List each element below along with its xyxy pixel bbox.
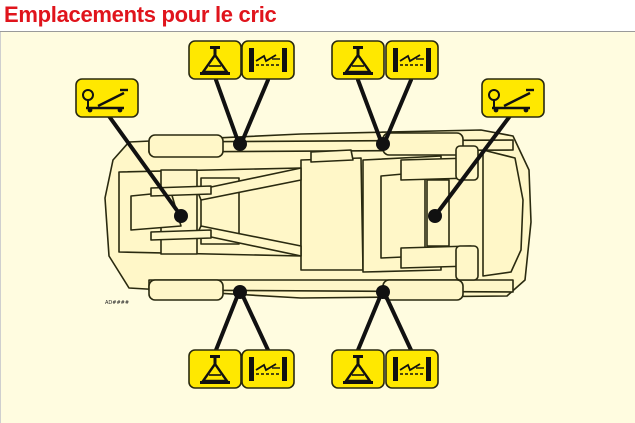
vehicle-underbody	[104, 129, 532, 301]
icon-group-right	[480, 77, 546, 119]
floor-jack-icon	[74, 77, 140, 119]
jack-stand-icon	[330, 39, 386, 81]
jack-stand-icon	[187, 39, 243, 81]
page-header: Emplacements pour le cric	[0, 0, 635, 32]
jack-stand-icon	[330, 348, 386, 390]
jack-point-front-left	[233, 137, 247, 151]
diagram-area: AD####	[0, 32, 635, 423]
leader-lines	[104, 78, 515, 352]
jack-point-rear-left	[376, 137, 390, 151]
page-title: Emplacements pour le cric	[4, 2, 277, 27]
icon-group-left	[74, 77, 140, 119]
lift-pad-icon	[241, 40, 295, 80]
jacking-points-diagram: AD####	[74, 39, 546, 390]
jack-point-front-center	[174, 209, 188, 223]
lift-pad-icon	[385, 349, 439, 389]
lift-pad-icon	[241, 349, 295, 389]
jack-stand-icon	[187, 348, 243, 390]
figure-reference-code: AD####	[105, 300, 129, 306]
icon-group-top-front	[187, 39, 295, 81]
jack-point-front-right	[233, 285, 247, 299]
jack-point-rear-center	[428, 209, 442, 223]
floor-jack-icon	[480, 77, 546, 119]
icon-group-bottom-rear	[330, 348, 439, 390]
lift-pad-icon	[385, 40, 439, 80]
icon-group-bottom-front	[187, 348, 295, 390]
icon-group-top-rear	[330, 39, 439, 81]
jacking-points	[174, 137, 442, 299]
jack-point-rear-right	[376, 285, 390, 299]
